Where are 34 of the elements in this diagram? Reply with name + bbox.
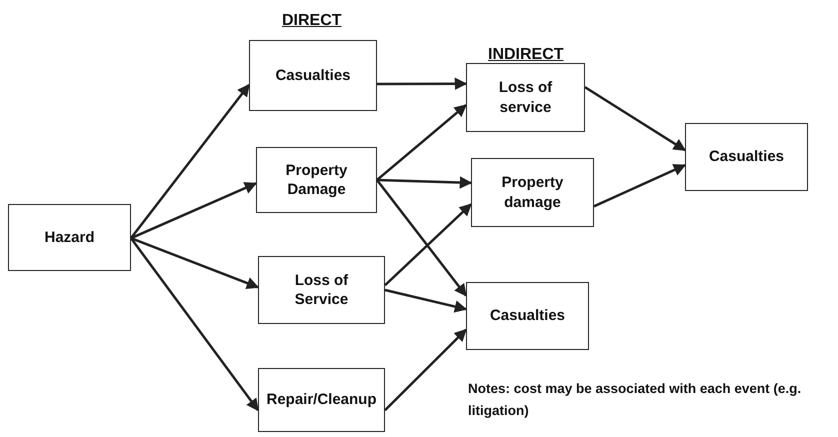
note-text: Notes: cost may be associated with each event (e.g. litigation) xyxy=(468,380,802,420)
arrow xyxy=(384,203,472,286)
column-heading: DIRECT xyxy=(282,11,342,31)
box-label: Loss of Service xyxy=(294,270,350,310)
box-label: Casualties xyxy=(275,66,351,86)
process-box xyxy=(685,123,808,191)
box-label: Casualties xyxy=(490,306,566,326)
box-label: Repair/Cleanup xyxy=(266,390,377,410)
arrow xyxy=(376,176,472,189)
process-box xyxy=(8,204,131,271)
process-box xyxy=(466,63,585,132)
box-label: Property damage xyxy=(500,173,564,212)
arrow xyxy=(377,78,468,90)
box-label: Hazard xyxy=(44,228,95,248)
process-box xyxy=(466,282,589,350)
arrow xyxy=(130,237,259,412)
arrow xyxy=(376,104,467,181)
arrow xyxy=(593,164,686,208)
process-box xyxy=(258,256,385,324)
arrow xyxy=(384,328,467,412)
arrow xyxy=(130,237,260,290)
column-heading: INDIRECT xyxy=(488,45,564,65)
arrow xyxy=(384,288,468,313)
box-label: Casualties xyxy=(708,147,784,167)
process-box xyxy=(256,147,377,213)
process-box xyxy=(471,158,594,227)
arrow xyxy=(584,86,686,152)
box-label: Property Damage xyxy=(284,160,348,200)
box-label: Loss of service xyxy=(498,78,554,117)
process-box xyxy=(249,40,377,111)
arrow xyxy=(376,179,467,297)
process-box xyxy=(258,368,385,432)
arrow xyxy=(130,182,258,240)
arrow xyxy=(130,84,250,239)
